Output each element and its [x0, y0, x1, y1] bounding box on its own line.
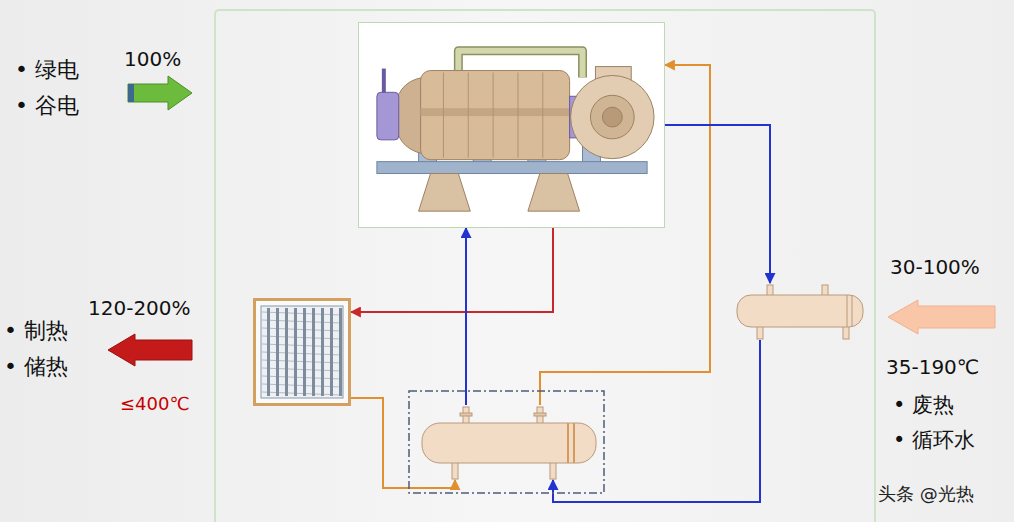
annotation-label: • 废热 — [893, 393, 954, 418]
annotation-label: 35-190℃ — [886, 355, 979, 379]
illustration-part — [602, 107, 622, 127]
illustration-part — [534, 413, 546, 416]
annotation-label: 30-100% — [890, 255, 980, 279]
illustration-part — [590, 95, 634, 139]
illustration-part — [443, 73, 444, 158]
watermark: 头条 @光热 — [878, 483, 974, 505]
pipe-connector — [465, 228, 467, 405]
output-arrow — [108, 334, 192, 366]
illustration-part — [419, 174, 471, 212]
pipe-connector — [665, 125, 770, 283]
illustration-part — [255, 300, 350, 405]
illustration-part — [420, 405, 598, 480]
illustration-part — [452, 462, 458, 479]
illustration-part — [571, 75, 654, 158]
annotation-label: • 循环水 — [893, 428, 975, 453]
illustration-part — [377, 92, 399, 140]
illustration-part — [542, 73, 543, 158]
illustration-part — [285, 308, 288, 396]
illustration-part — [822, 285, 828, 296]
illustration-part — [528, 174, 580, 212]
illustration-part — [567, 423, 569, 463]
illustration-part — [267, 308, 270, 396]
illustration-part — [460, 413, 472, 416]
illustration-part — [468, 73, 469, 158]
annotation-label: • 储热 — [4, 354, 68, 380]
illustration-part — [517, 73, 518, 158]
illustration-part — [312, 308, 315, 396]
illustration-part — [843, 326, 849, 339]
pipe-connector — [351, 228, 553, 312]
illustration-part — [735, 283, 865, 340]
annotation-label: 100% — [124, 47, 181, 71]
illustration-part — [852, 295, 853, 327]
illustration-part — [330, 308, 333, 396]
illustration-part — [261, 306, 343, 398]
annotation-label: ≤400℃ — [120, 393, 190, 415]
receiver-vessel — [420, 405, 598, 480]
illustration-part — [276, 308, 279, 396]
illustration-part — [573, 423, 575, 463]
illustration-part — [294, 308, 297, 396]
input-arrow — [128, 76, 192, 110]
illustration-part — [757, 326, 763, 339]
illustration-part — [767, 285, 773, 296]
annotation-label: 120-200% — [88, 296, 191, 320]
illustration-part — [339, 308, 342, 396]
illustration-part — [422, 423, 596, 463]
system-frame — [215, 10, 875, 522]
plate-heat-exchanger — [253, 298, 351, 406]
illustration-part — [550, 462, 556, 479]
illustration-part — [253, 298, 351, 406]
illustration-part — [409, 391, 604, 493]
annotation-label: • 谷电 — [15, 93, 79, 119]
compressor-box — [358, 22, 665, 228]
green-arrow — [128, 76, 192, 110]
illustration-part — [493, 73, 494, 158]
evaporator-vessel — [735, 283, 865, 340]
illustration-part — [303, 308, 306, 396]
illustration-part — [737, 295, 863, 327]
illustration-part — [382, 69, 386, 95]
waste-heat-arrow — [888, 300, 995, 334]
arrow-tail — [128, 84, 134, 102]
illustration-part — [847, 295, 848, 327]
illustration-part — [377, 162, 647, 174]
annotation-label: • 绿电 — [15, 57, 79, 83]
illustration-part — [321, 308, 324, 396]
dashed-group-box — [408, 390, 605, 494]
pipe-connector — [553, 340, 760, 502]
illustration-part — [359, 23, 664, 227]
illustration-part — [421, 71, 570, 160]
annotation-label: • 制热 — [4, 318, 68, 344]
